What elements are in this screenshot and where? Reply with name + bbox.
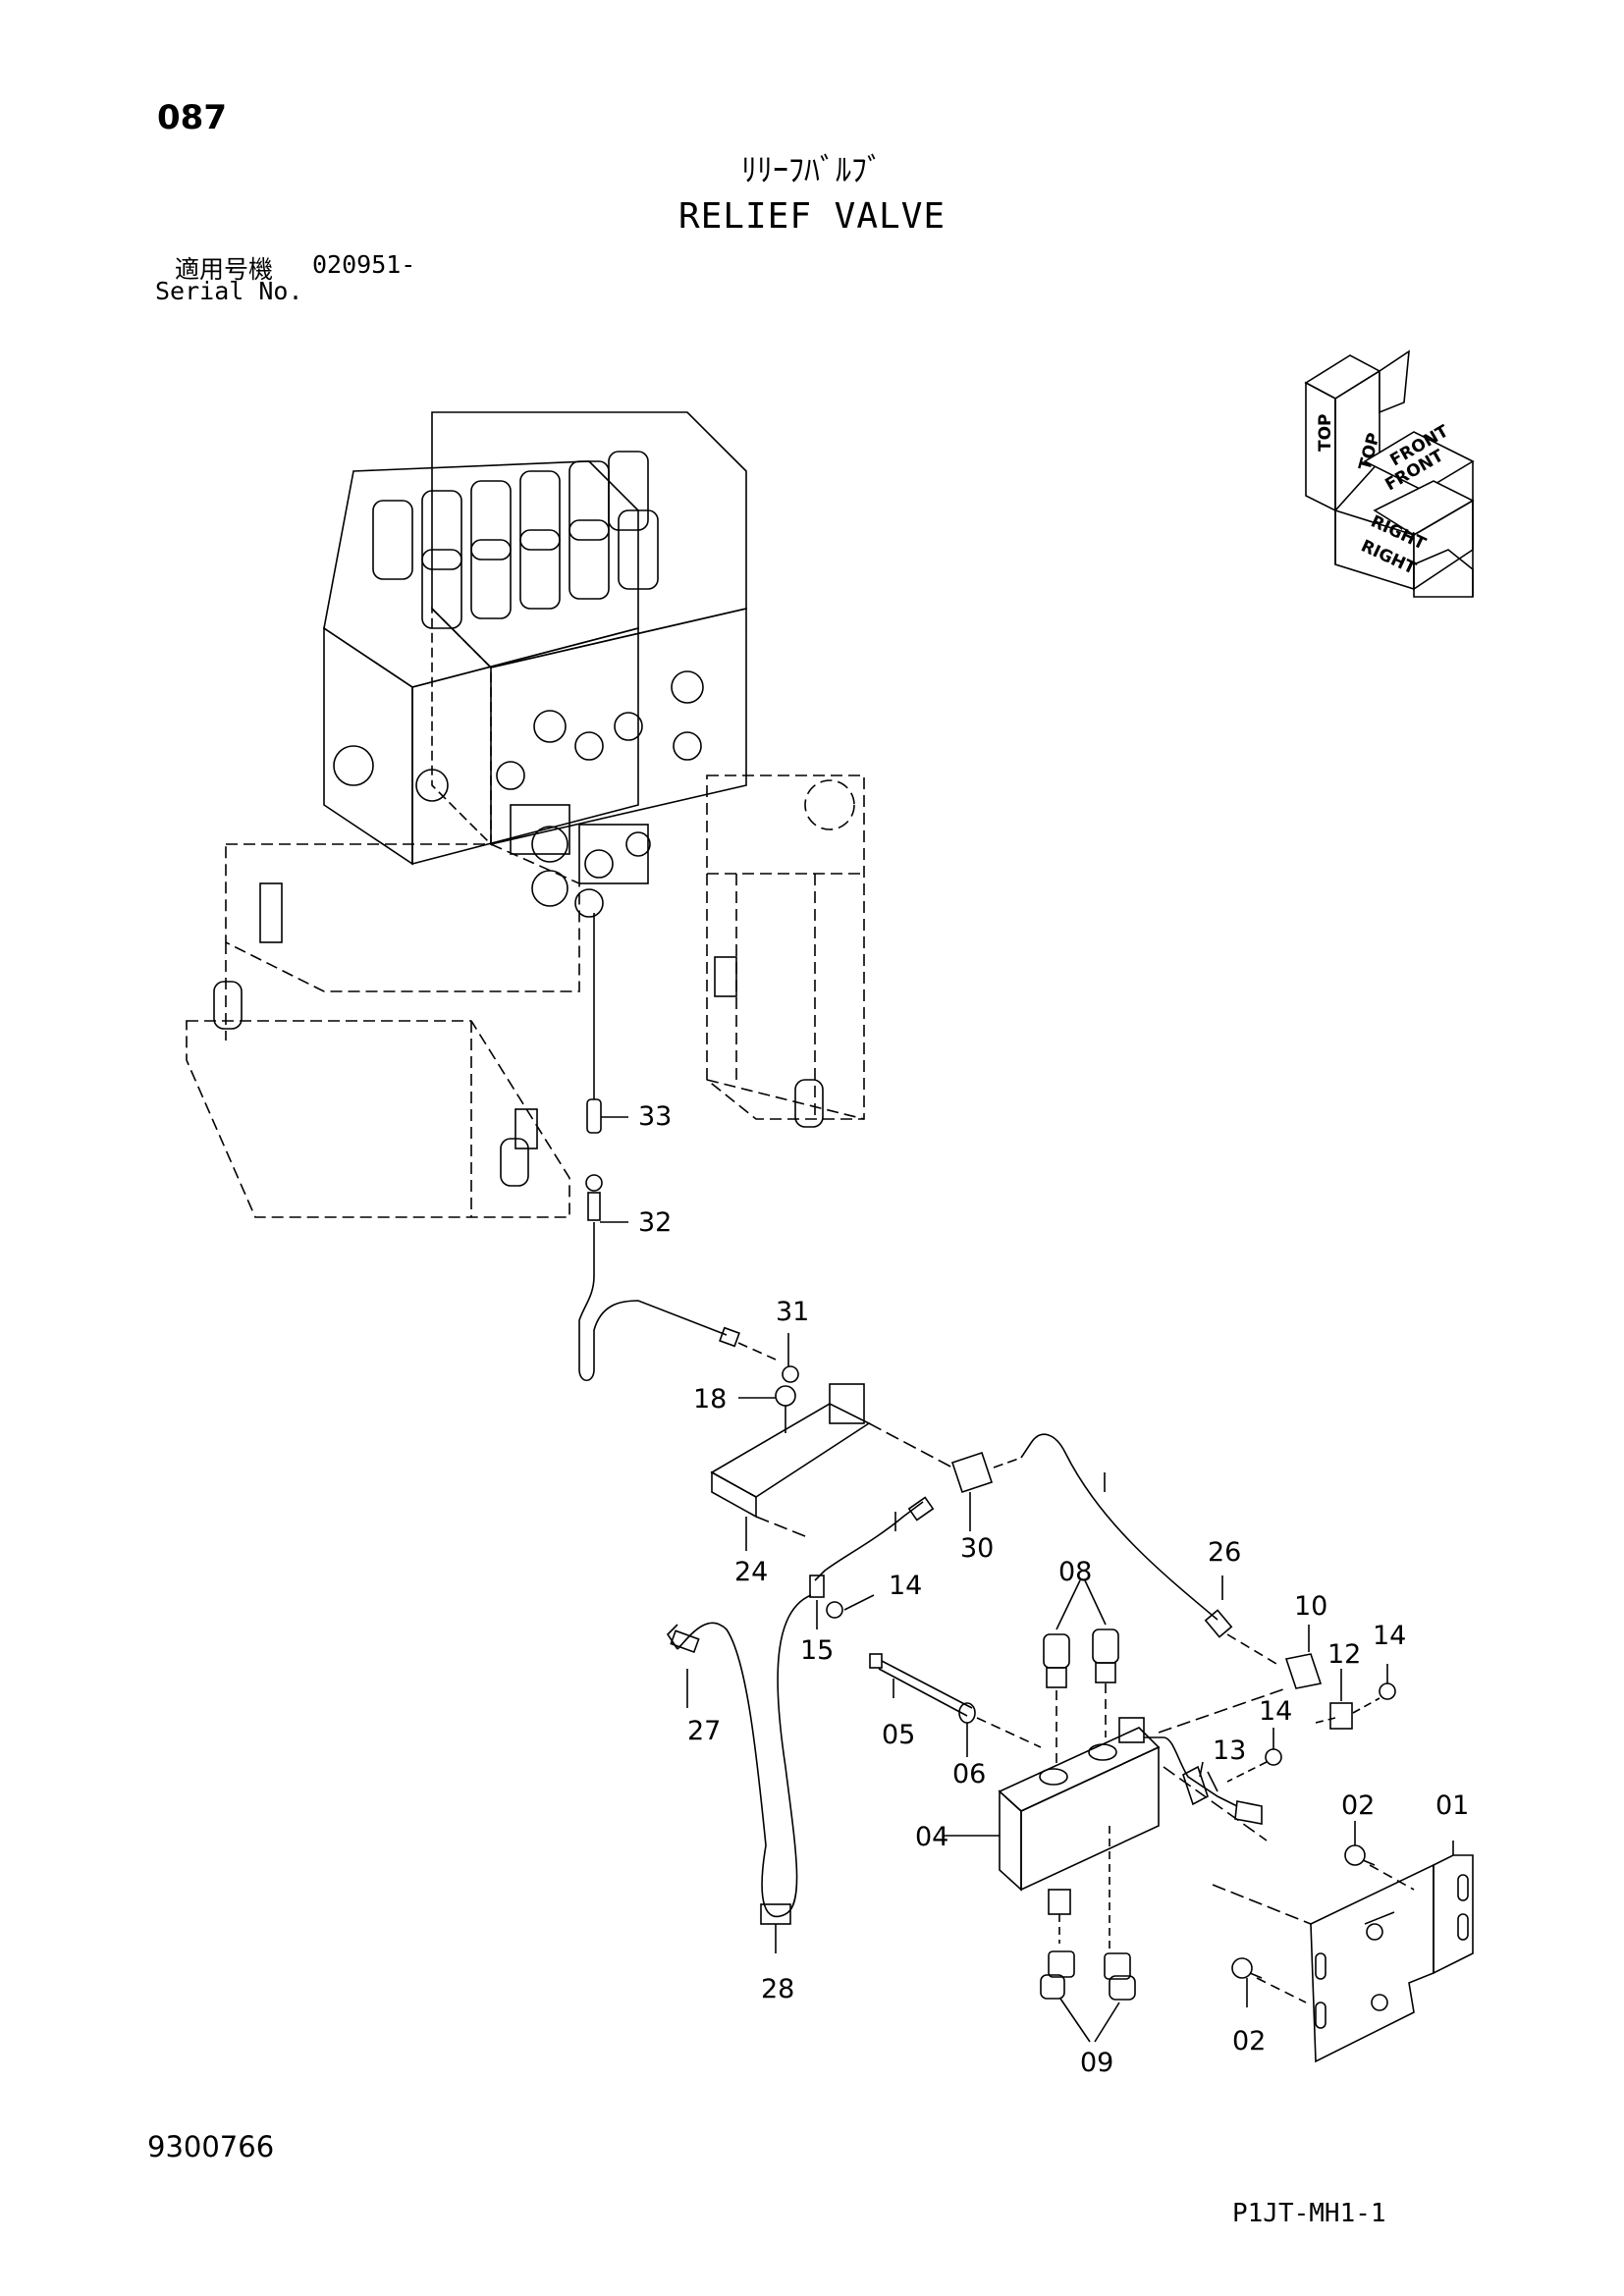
- callout-28: 28: [761, 1974, 794, 2004]
- callout-24: 24: [734, 1557, 768, 1587]
- serial-label-japanese: 適用号機: [175, 255, 274, 284]
- callout-06: 06: [952, 1759, 986, 1789]
- orientation-icon: TOP TOP FRONT FRONT RIGHT RIGHT: [1304, 349, 1475, 598]
- hose-28: [677, 1594, 812, 1918]
- clamp-12: [1329, 1702, 1353, 1730]
- document-number: 9300766: [147, 2130, 275, 2163]
- fitting-33: [586, 1098, 602, 1134]
- callout-31: 31: [776, 1297, 809, 1327]
- callout-05: 05: [882, 1720, 915, 1750]
- fitting-30: [950, 1451, 994, 1494]
- bolt-14-a: [826, 1601, 843, 1619]
- callout-30: 30: [960, 1533, 994, 1564]
- callout-32: 32: [638, 1207, 672, 1238]
- bracket-01: [1212, 1841, 1474, 2063]
- title-english: RELIEF VALVE: [677, 196, 947, 237]
- callout-18: 18: [693, 1384, 727, 1415]
- bolt-02-b: [1231, 1957, 1253, 1979]
- callout-14-b: 14: [1373, 1621, 1406, 1651]
- bolt-18: [775, 1385, 796, 1407]
- fitting-32-nut: [585, 1174, 603, 1192]
- callout-09: 09: [1080, 2048, 1113, 2078]
- hose-32: [578, 1222, 728, 1382]
- hose-short: [814, 1501, 924, 1581]
- orientation-label-top: TOP: [1316, 413, 1335, 452]
- callout-12: 12: [1327, 1639, 1361, 1670]
- serial-value: 020951-: [312, 250, 416, 279]
- fittings-08: [1043, 1579, 1119, 1767]
- callout-33: 33: [638, 1101, 672, 1132]
- fitting-31: [782, 1365, 799, 1383]
- serial-label-english: Serial No.: [155, 277, 303, 305]
- fitting-10: [1284, 1653, 1323, 1689]
- callout-02-b: 02: [1232, 2026, 1266, 2056]
- callout-04: 04: [915, 1822, 948, 1852]
- bolt-14-c: [1265, 1748, 1282, 1766]
- fittings-09: [1040, 1950, 1136, 2043]
- harness-13: [1144, 1736, 1238, 1807]
- callout-14-a: 14: [889, 1571, 922, 1601]
- callout-08: 08: [1058, 1557, 1092, 1587]
- bracket-24: [710, 1403, 871, 1498]
- title-japanese: ﾘﾘｰﾌﾊﾞﾙﾌﾞ: [740, 151, 883, 188]
- callout-01: 01: [1435, 1790, 1469, 1821]
- callout-27: 27: [687, 1716, 721, 1746]
- control-valve-assembly: [323, 411, 747, 918]
- mounting-posts: [213, 882, 824, 1187]
- callout-14-c: 14: [1259, 1696, 1292, 1727]
- callout-02-a: 02: [1341, 1790, 1375, 1821]
- fitting-32: [587, 1192, 601, 1221]
- hose-26: [1020, 1433, 1218, 1621]
- mounting-frame: [186, 774, 865, 1218]
- bolt-02-a: [1344, 1844, 1366, 1866]
- callout-10: 10: [1294, 1591, 1327, 1622]
- relief-valve-block-04: [998, 1687, 1287, 1953]
- bolt-05: [881, 1660, 973, 1709]
- bracket-24-block: [829, 1383, 865, 1424]
- bolt-14-b: [1379, 1682, 1396, 1700]
- callout-15: 15: [800, 1635, 834, 1666]
- page-code: P1JT-MH1-1: [1232, 2199, 1386, 2228]
- callout-26: 26: [1208, 1537, 1241, 1568]
- page-number: 087: [157, 98, 227, 137]
- callout-13: 13: [1213, 1735, 1246, 1766]
